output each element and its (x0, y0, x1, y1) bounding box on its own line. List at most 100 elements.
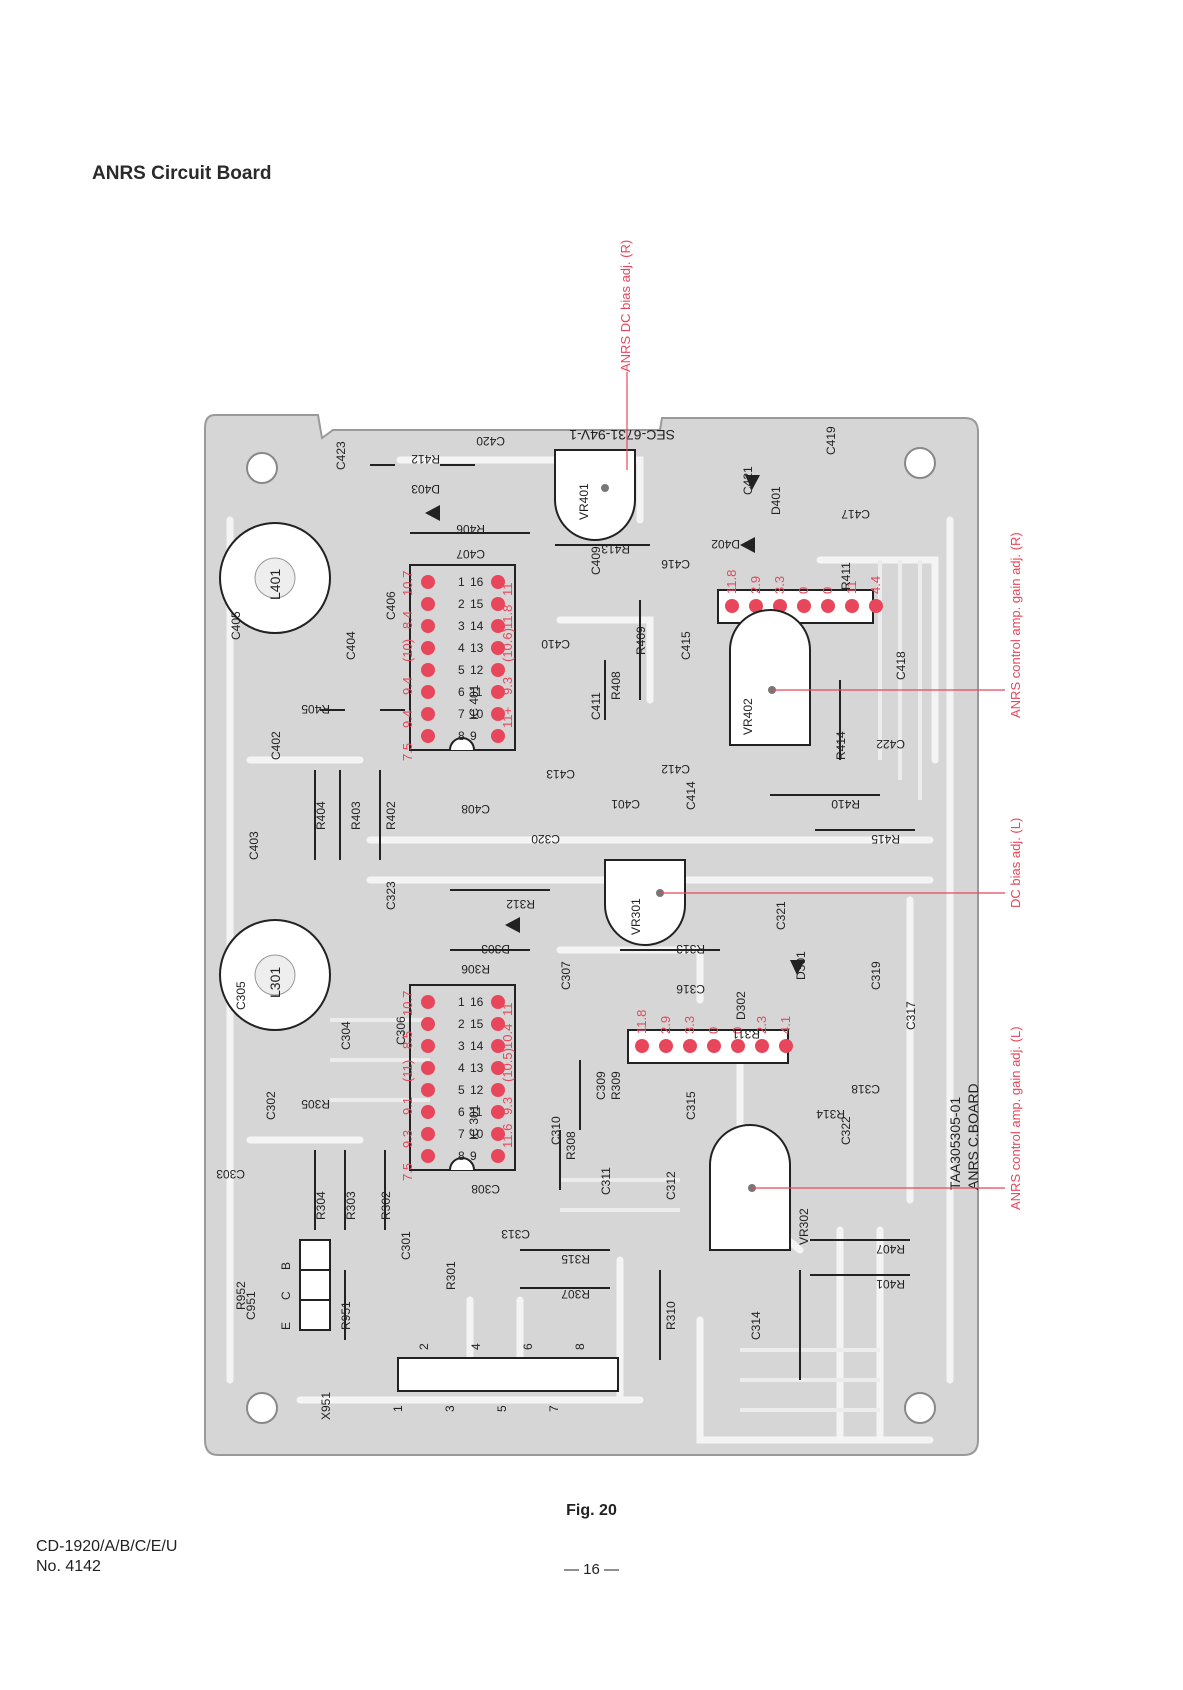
ic-pin-number: 8 (458, 729, 465, 743)
component-label: R408 (609, 671, 623, 700)
ic-voltage: 11+ (500, 707, 515, 728)
component-label: C416 (661, 557, 690, 571)
component-label: R411 (839, 562, 853, 590)
ic301-pad (491, 1105, 505, 1119)
component-label: C310 (549, 1116, 563, 1145)
ic-pin-number: 12 (470, 663, 484, 677)
component-label: C315 (684, 1091, 698, 1120)
ic401-pad (491, 597, 505, 611)
pot-voltage: 2.3 (754, 1016, 769, 1034)
component-label: R952 (234, 1281, 248, 1310)
component-label: R302 (379, 1191, 393, 1220)
connector-pin: 5 (495, 1405, 509, 1412)
ic-pin-number: 3 (458, 1039, 465, 1053)
ic-voltage: 9.3 (500, 677, 515, 695)
component-label: D403 (411, 482, 440, 496)
component-label: R301 (444, 1261, 458, 1290)
pot-pad (755, 1039, 769, 1053)
component-label: C302 (264, 1091, 278, 1120)
ic-voltage: 11 (500, 1003, 515, 1017)
page-number: — 16 — (563, 1561, 620, 1578)
pot-pad (659, 1039, 673, 1053)
ic-pin-number: 10 (470, 707, 484, 721)
transistor-pin: E (279, 1322, 293, 1330)
annotation-vr401: ANRS DC bias adj. (R) (618, 240, 633, 372)
ic301-pad (421, 1083, 435, 1097)
connector-x951 (299, 1239, 331, 1331)
component-label: R415 (871, 832, 900, 846)
pot-voltage: 0 (820, 587, 835, 594)
ic-pin-number: 1 (458, 995, 465, 1009)
component-label: C317 (904, 1001, 918, 1030)
ic-voltage: 8.4 (400, 611, 415, 629)
ic301-pad (491, 1039, 505, 1053)
component-label: R412 (411, 452, 440, 466)
ic-pin-number: 6 (458, 1105, 465, 1119)
component-label: C322 (839, 1116, 853, 1145)
ic401-pad (491, 641, 505, 655)
component-label: R405 (301, 702, 330, 716)
label-vr402: VR402 (741, 698, 755, 735)
ic401-label: IC 401 (467, 684, 481, 720)
pot-voltage: 0 (796, 587, 811, 594)
annotation-vr402: ANRS control amp. gain adj. (R) (1008, 532, 1023, 718)
mount-hole-tr (904, 447, 936, 479)
ic401-pad (421, 597, 435, 611)
ic-pin-number: 2 (458, 597, 465, 611)
connector-pin: 1 (391, 1405, 405, 1412)
ic401-pad (421, 641, 435, 655)
ic-voltage: (10.5) (500, 1048, 515, 1082)
component-label: D401 (769, 486, 783, 515)
component-label: D303 (481, 942, 510, 956)
ic-pin-number: 7 (458, 1127, 465, 1141)
ic-pin-number: 3 (458, 619, 465, 633)
component-label: C415 (679, 631, 693, 660)
ic401-pad (421, 685, 435, 699)
ic401-pad (421, 663, 435, 677)
ic-voltage: 11.8 (500, 605, 515, 629)
pot-pad (731, 1039, 745, 1053)
component-label: R310 (664, 1301, 678, 1330)
ic-pin-number: 11 (470, 1105, 483, 1119)
component-label: R410 (831, 797, 860, 811)
pot-voltage: 2.9 (658, 1016, 673, 1034)
ic-pin-number: 5 (458, 663, 465, 677)
pot-pad (869, 599, 883, 613)
component-label: C405 (229, 611, 243, 640)
component-label: C419 (824, 426, 838, 455)
ic-voltage: 9.3 (500, 1097, 515, 1115)
ic-voltage: 11 (500, 583, 515, 597)
ic-voltage: (10) (400, 639, 415, 662)
component-label: C321 (774, 901, 788, 930)
pot-voltage: 4.4 (868, 576, 883, 594)
mount-hole-br (904, 1392, 936, 1424)
ic301: IC 301 (409, 984, 516, 1171)
connector-main (397, 1357, 619, 1392)
ic301-pad (421, 1127, 435, 1141)
component-label: R406 (456, 522, 485, 536)
ic301-label: IC 301 (467, 1104, 481, 1140)
ic401-pad (421, 707, 435, 721)
ic-voltage: (10.6) (500, 628, 515, 662)
ic-pin-number: 8 (458, 1149, 465, 1163)
pot-voltage: 11.8 (724, 570, 739, 594)
pot-voltage: 2.9 (748, 576, 763, 594)
ic401-pad (491, 685, 505, 699)
component-label: C306 (394, 1016, 408, 1045)
ic-pin-number: 14 (470, 1039, 484, 1053)
figure-caption: Fig. 20 (566, 1502, 617, 1519)
component-label: C305 (234, 981, 248, 1010)
component-label: C421 (741, 466, 755, 495)
label-l301: L301 (267, 967, 283, 998)
model-number: CD-1920/A/B/C/E/U (36, 1538, 178, 1555)
component-label: C403 (247, 831, 261, 860)
ic-pin-number: 14 (470, 619, 484, 633)
ic401-pad (491, 707, 505, 721)
ic301-pad (421, 1061, 435, 1075)
ic401-pad (491, 575, 505, 589)
component-label: C303 (216, 1167, 245, 1181)
ic301-pad (421, 995, 435, 1009)
ic301-pad (421, 1017, 435, 1031)
transistor-pin: B (279, 1262, 293, 1270)
component-label: C418 (894, 651, 908, 680)
